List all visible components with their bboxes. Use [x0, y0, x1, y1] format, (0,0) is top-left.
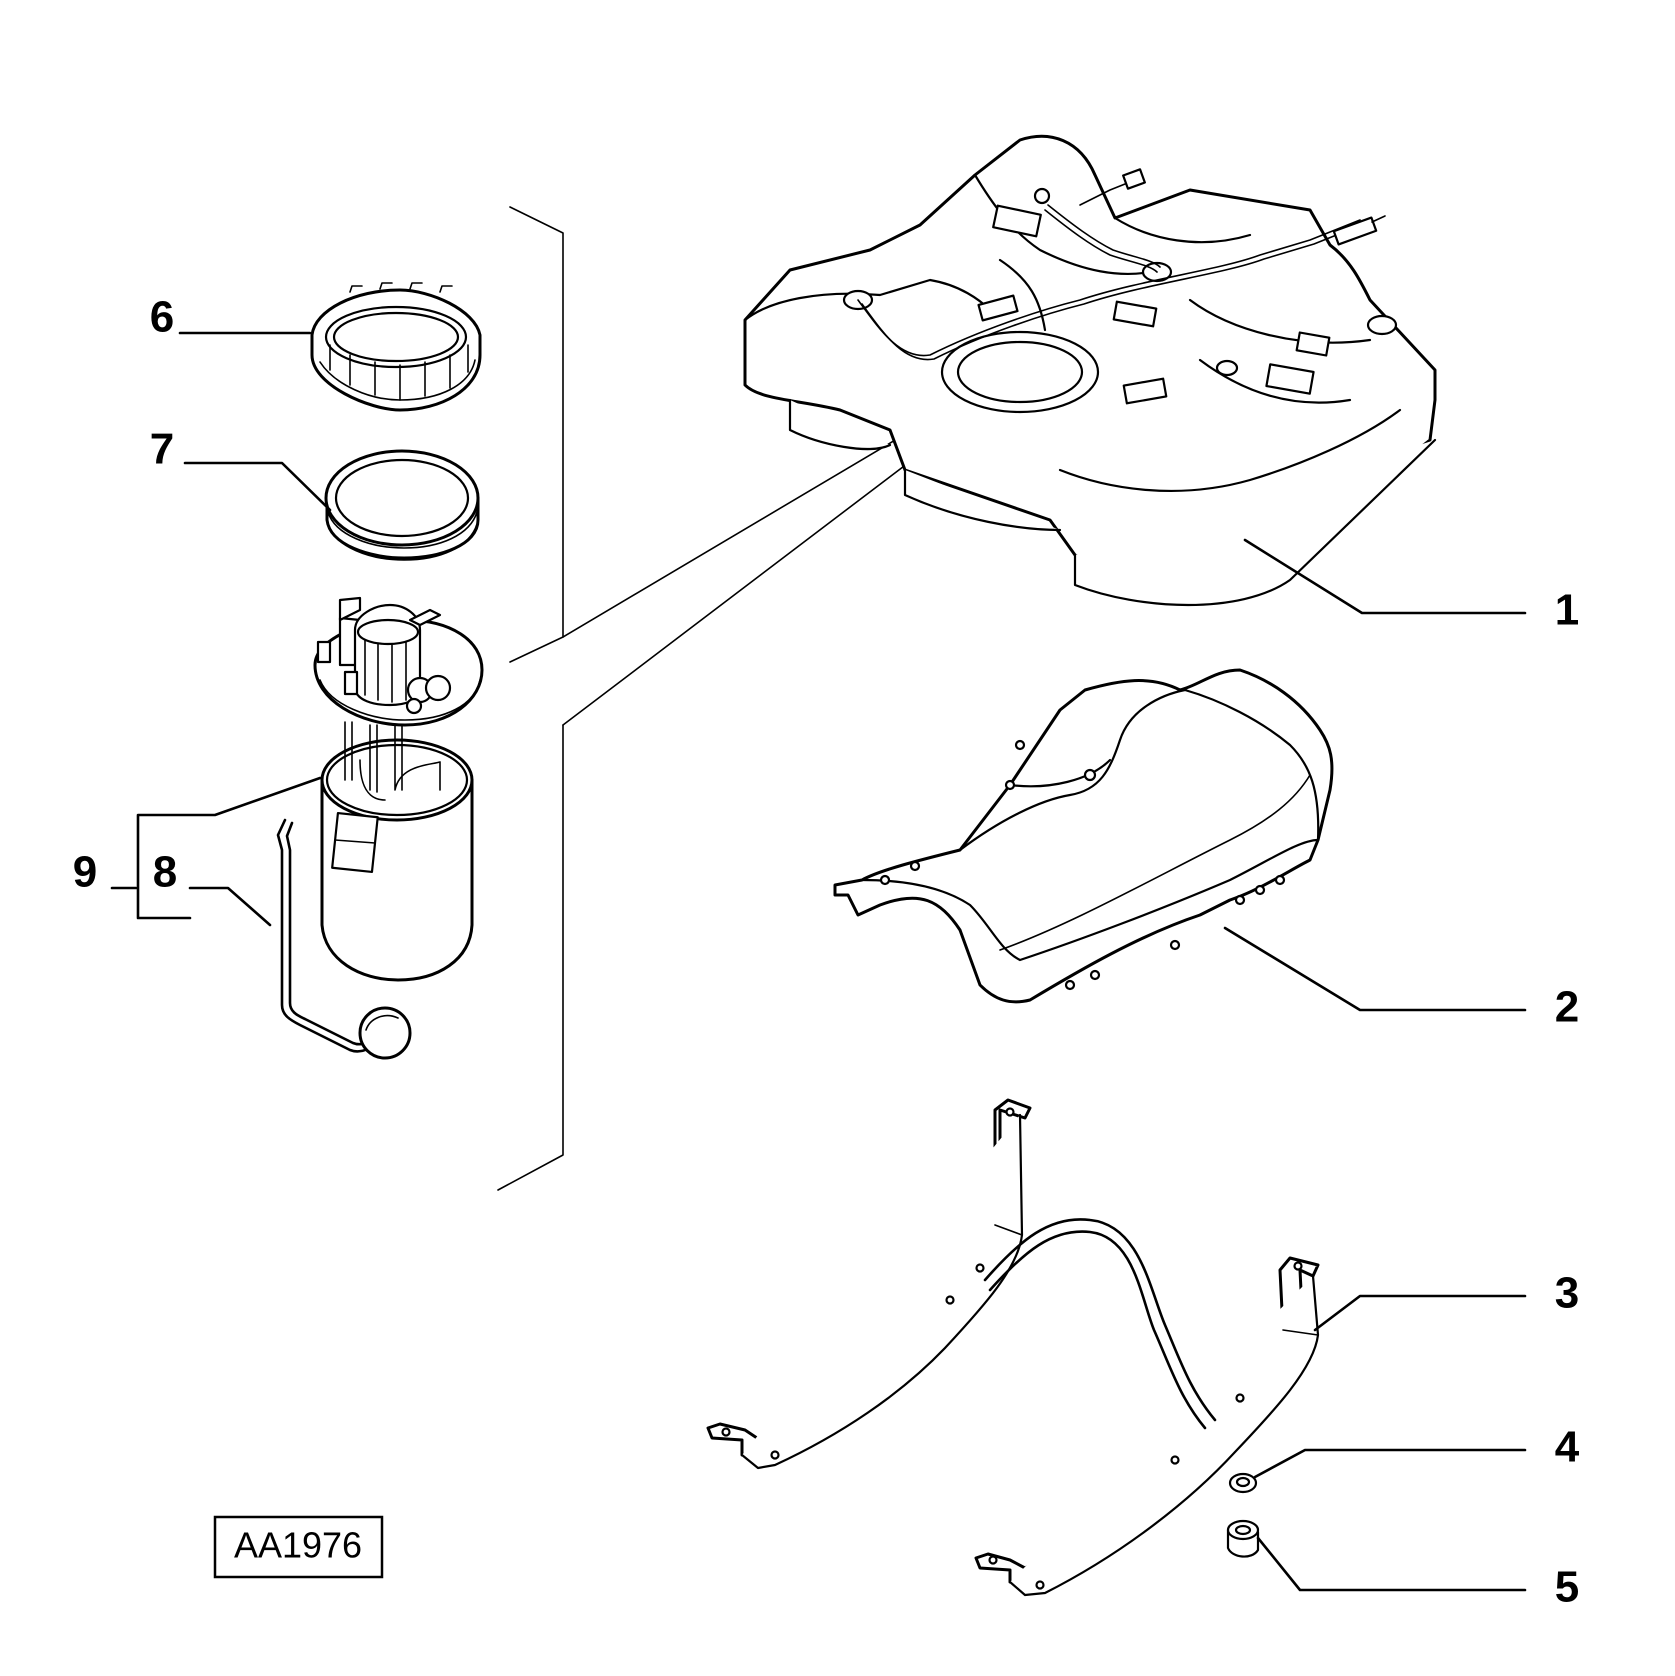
- washer: [1228, 1472, 1258, 1494]
- leader-4: [1253, 1448, 1527, 1479]
- fuel-pump-assembly: [313, 596, 484, 982]
- callout-2: 2: [1555, 983, 1579, 1032]
- callout-1: 1: [1555, 586, 1579, 635]
- seal: [324, 449, 480, 561]
- reference-code-box: AA1976: [213, 1515, 384, 1579]
- ring-nut: [310, 282, 482, 412]
- leader-5: [1256, 1536, 1527, 1592]
- leader-1: [1243, 538, 1527, 615]
- leader-2: [1223, 926, 1527, 1012]
- callout-9: 9: [73, 848, 97, 897]
- reference-code: AA1976: [234, 1525, 362, 1566]
- callout-6: 6: [150, 293, 174, 342]
- callout-7: 7: [150, 425, 174, 474]
- callout-4: 4: [1555, 1423, 1580, 1472]
- float-sender: [276, 818, 412, 1060]
- nut: [1226, 1519, 1260, 1558]
- fuel-tank: [743, 134, 1437, 607]
- leader-7: [183, 461, 332, 512]
- callout-3: 3: [1555, 1269, 1579, 1318]
- leader-8: [188, 886, 272, 927]
- leader-3: [1313, 1294, 1527, 1332]
- callout-8: 8: [153, 848, 177, 897]
- callout-5: 5: [1555, 1563, 1579, 1612]
- leader-lines: [110, 331, 1527, 1592]
- tank-strap: [706, 1098, 1320, 1597]
- heat-shield: [833, 668, 1334, 1004]
- leader-9: [136, 776, 322, 920]
